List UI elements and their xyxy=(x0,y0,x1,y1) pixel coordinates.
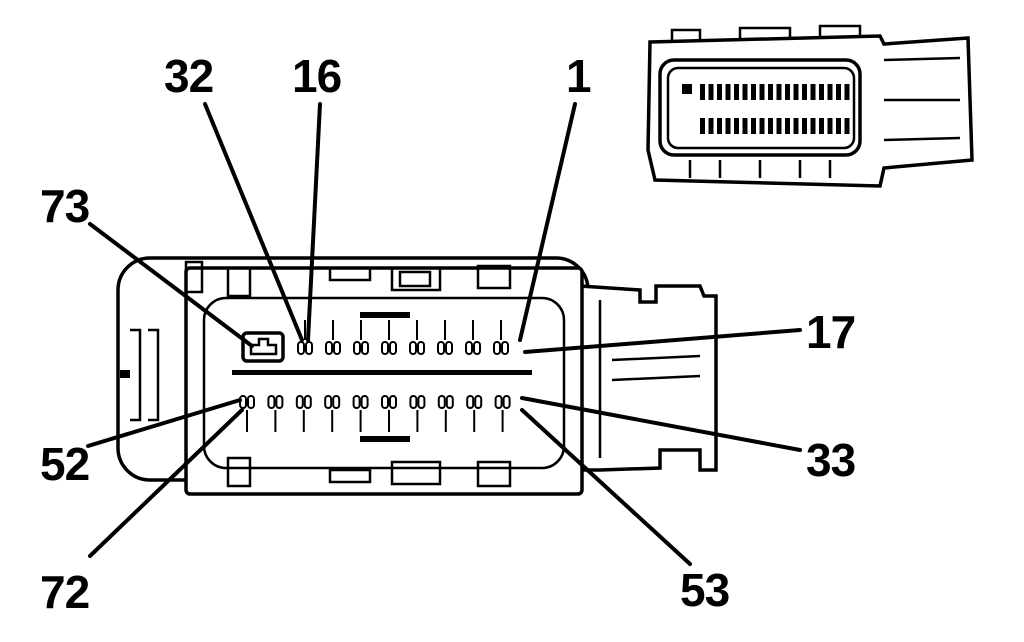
pin-cavity xyxy=(360,395,369,409)
pin-cavity xyxy=(303,395,312,409)
inset-pin xyxy=(793,118,799,134)
leader-17 xyxy=(523,328,802,354)
pin-cavity xyxy=(494,395,503,409)
inset-pin xyxy=(776,118,782,134)
pin-cavity xyxy=(466,395,475,409)
pin-cavity xyxy=(417,341,425,355)
inset-pin xyxy=(819,84,824,100)
leader-53 xyxy=(520,408,692,566)
inset-pin xyxy=(751,118,756,134)
pin-cavity xyxy=(324,395,333,409)
pin-cavity xyxy=(239,395,247,409)
pin-label-72: 72 xyxy=(40,566,89,618)
pin-label-73: 73 xyxy=(40,180,89,232)
inset-pin xyxy=(810,118,816,134)
leader-52 xyxy=(86,398,242,448)
pin-cavity xyxy=(389,341,397,355)
pin-cavity xyxy=(295,395,304,409)
pin-cavity xyxy=(305,341,313,355)
pin-cavity xyxy=(417,395,426,409)
inset-pin xyxy=(759,118,765,134)
leader-73 xyxy=(88,222,254,348)
inset-pin xyxy=(742,84,748,100)
pin-label-16: 16 xyxy=(292,50,341,102)
inset-pin xyxy=(742,118,748,134)
pin-cavity xyxy=(501,341,509,355)
inset-pin xyxy=(836,84,841,100)
inset-pin xyxy=(717,118,722,134)
pin-cavity xyxy=(353,341,361,355)
pin-cavity xyxy=(381,341,389,355)
inset-pin xyxy=(768,118,773,134)
leader-1 xyxy=(518,102,577,342)
inset-pin xyxy=(844,118,850,134)
inset-pin xyxy=(819,118,824,134)
top-cavities xyxy=(184,260,512,298)
inset-pin xyxy=(776,84,782,100)
pin-cavity xyxy=(445,341,453,355)
pin-cavity xyxy=(437,341,445,355)
inset-pin xyxy=(725,118,731,134)
inset-pin xyxy=(836,118,841,134)
leader-16 xyxy=(306,102,322,342)
pin-label-17: 17 xyxy=(806,306,855,358)
leader-72 xyxy=(88,408,244,558)
pin-cavity xyxy=(502,395,511,409)
inset-pin xyxy=(708,118,714,134)
pin-label-32: 32 xyxy=(164,50,213,102)
inset-pin xyxy=(810,84,816,100)
pin-cavity xyxy=(332,395,341,409)
inset-pin xyxy=(700,84,705,100)
pin-cavity xyxy=(381,395,389,409)
pin-cavity xyxy=(437,395,446,409)
inset-pin xyxy=(759,84,765,100)
pin-cavity xyxy=(267,395,276,409)
pin-cavity xyxy=(297,341,305,355)
pin-cavity xyxy=(409,341,417,355)
pin-label-53: 53 xyxy=(680,564,729,616)
inset-pin xyxy=(734,84,739,100)
connector-face-view xyxy=(116,256,718,496)
pin-label-33: 33 xyxy=(806,434,855,486)
inset-pin xyxy=(734,118,739,134)
bottom-cavities xyxy=(226,312,512,488)
pin-cavity xyxy=(445,395,454,409)
inset-pin xyxy=(827,84,833,100)
inset-pin xyxy=(827,118,833,134)
leader-32 xyxy=(203,102,304,342)
pin-cavity xyxy=(389,395,397,409)
inset-pin xyxy=(785,84,790,100)
pin-cavity xyxy=(361,341,369,355)
pin-cavity xyxy=(409,395,418,409)
inset-pin xyxy=(751,84,756,100)
pin-cavity xyxy=(352,395,361,409)
connector-inset-view xyxy=(646,24,974,188)
inset-pin xyxy=(785,118,790,134)
inset-pin xyxy=(700,118,705,134)
pin-label-1: 1 xyxy=(566,50,591,102)
pin-labels: 32 16 1 73 17 52 33 72 53 xyxy=(40,50,856,618)
pin-rows xyxy=(239,320,511,432)
pin-label-52: 52 xyxy=(40,438,89,490)
pin-cavity xyxy=(333,341,341,355)
leader-lines xyxy=(86,102,802,566)
inset-pin xyxy=(793,84,799,100)
leader-33 xyxy=(520,396,802,452)
pin-cavity xyxy=(275,395,284,409)
pin-cavity xyxy=(465,341,473,355)
pin-cavity xyxy=(247,395,255,409)
inset-pin xyxy=(844,84,850,100)
pin-cavity xyxy=(493,341,501,355)
pin-cavity xyxy=(473,341,481,355)
inset-pin xyxy=(802,84,807,100)
inset-pin xyxy=(725,84,731,100)
inset-pin xyxy=(768,84,773,100)
inset-pin xyxy=(802,118,807,134)
pin-cavity xyxy=(474,395,483,409)
inset-pin xyxy=(717,84,722,100)
inset-pin xyxy=(708,84,714,100)
pin-cavity xyxy=(325,341,333,355)
